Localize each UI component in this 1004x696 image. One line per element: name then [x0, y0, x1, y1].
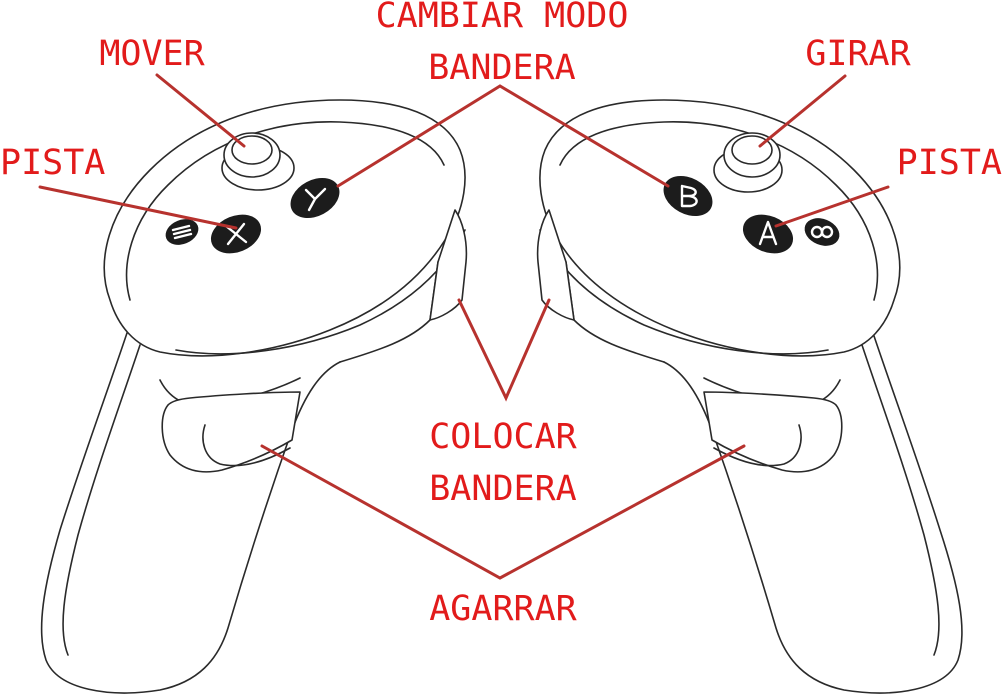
leader-cambiar-modo	[336, 84, 670, 188]
label-cambiar-modo-line1: CAMBIAR MODO	[376, 0, 629, 36]
right-controller-trigger-housing	[536, 209, 575, 321]
label-pista-right: PISTA	[897, 143, 1002, 183]
leader-pista-right	[774, 185, 890, 228]
label-cambiar-modo-line2: BANDERA	[428, 48, 576, 88]
leader-pista-left	[38, 185, 238, 230]
label-mover: MOVER	[99, 34, 205, 74]
label-girar: GIRAR	[805, 34, 911, 74]
right-grip-button	[703, 391, 843, 473]
label-colocar-line1: COLOCAR	[429, 417, 577, 457]
left-controller-handle	[40, 329, 341, 694]
leader-mover	[155, 73, 246, 148]
right-thumbstick[interactable]	[723, 132, 781, 178]
leader-lines	[38, 73, 890, 580]
right-controller-head	[539, 99, 901, 357]
label-pista-left: PISTA	[0, 143, 105, 183]
left-controller-trigger-housing	[429, 209, 468, 321]
left-grip-button	[161, 391, 301, 473]
menu-icon[interactable]	[162, 215, 203, 250]
left-thumbstick[interactable]	[223, 132, 281, 178]
leader-girar	[758, 74, 847, 148]
labels: CAMBIAR MODO BANDERA MOVER GIRAR PISTA P…	[0, 0, 1002, 629]
b-button[interactable]	[657, 168, 720, 224]
leader-agarrar	[260, 444, 746, 580]
left-controller	[40, 99, 468, 694]
right-controller	[536, 99, 963, 694]
label-colocar-line2: BANDERA	[429, 469, 577, 509]
left-controller-head	[103, 99, 466, 357]
oculus-icon[interactable]	[800, 213, 843, 251]
label-agarrar: AGARRAR	[429, 589, 577, 629]
leader-colocar	[457, 298, 551, 402]
y-button[interactable]	[284, 170, 347, 226]
